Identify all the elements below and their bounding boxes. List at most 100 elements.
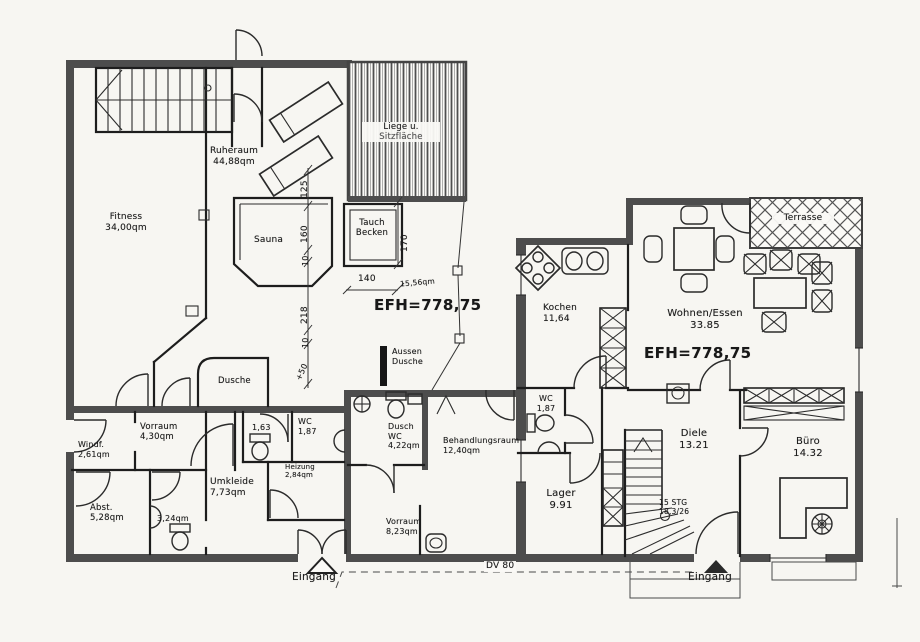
room-label-kochen: Kochen 11,64 — [543, 303, 577, 325]
room-name: Vorraum — [386, 517, 422, 526]
room-name: Wohnen/Essen — [667, 308, 743, 319]
room-label-wc-diele: WC 1,87 — [532, 394, 560, 413]
loungers — [258, 80, 344, 198]
kitchen-cabinet — [599, 307, 627, 389]
entrance-markers — [305, 556, 728, 574]
dim-170: 170 — [400, 234, 410, 252]
dimension-lines — [303, 164, 405, 390]
room-name: Tauch — [359, 218, 385, 228]
room-name: Sauna — [254, 235, 284, 245]
room-name: Lager — [546, 488, 576, 499]
room-area: 5,28qm — [90, 513, 124, 524]
dim-160: 160 — [300, 225, 310, 243]
room-area: 13.21 — [679, 440, 709, 451]
room-area: 3,24qm — [157, 514, 189, 523]
room-name: WC — [298, 417, 312, 426]
room-area: 8,23qm — [386, 526, 418, 536]
dim-10b: 10 — [301, 337, 310, 348]
room-label-windfang: Windf. 2,61qm — [78, 440, 110, 459]
room-label-diele: Diele 13.21 — [670, 428, 718, 452]
room-label-324: 3,24qm — [157, 514, 189, 524]
room-label-liege: Liege u. Sitzfläche — [362, 122, 440, 143]
annotation-eingang-links: Eingang — [292, 571, 337, 583]
annotation-efh-wohnen: EFH=778,75 — [644, 344, 752, 362]
office-chair — [811, 513, 833, 535]
room-name: Heizung — [285, 463, 315, 471]
room-name: Ruheraum — [209, 146, 259, 156]
room-name: Windf. — [78, 440, 105, 449]
room-name: Liege u. — [383, 122, 419, 132]
dim-140: 140 — [358, 274, 376, 284]
room-name-2: Sitzfläche — [379, 132, 423, 143]
room-area: 14.32 — [793, 448, 823, 459]
room-label-vorraum-sued: Vorraum 8,23qm — [386, 517, 421, 536]
dim-218: 218 — [300, 306, 310, 324]
room-name: Dusche — [218, 376, 251, 386]
room-name-2: Becken — [355, 228, 389, 239]
room-name: Umkleide — [210, 477, 254, 487]
room-name: Diele — [680, 428, 708, 439]
band-doors — [73, 389, 515, 555]
room-area: 33.85 — [690, 320, 720, 331]
room-label-fitness: Fitness 34,00qm — [96, 212, 156, 234]
room-label-tauchbecken: Tauch Becken — [346, 218, 398, 238]
annotation-dv80: DV 80 — [484, 561, 517, 572]
room-label-aussendusche: Aussen Dusche — [392, 347, 423, 366]
dim-10a: 10 — [301, 255, 310, 266]
dim-125: 125 — [300, 180, 310, 198]
room-name: Büro — [795, 436, 820, 447]
dusche-room — [196, 356, 270, 408]
room-area: 9.91 — [549, 500, 573, 511]
wohnen-buero-strips — [743, 387, 845, 421]
sauna-room — [232, 196, 334, 288]
room-area: 2,84qm — [285, 471, 314, 480]
room-label-buero: Büro 14.32 — [784, 436, 832, 460]
room-label-dusch-wc: Dusch WC 4,22qm — [388, 422, 420, 451]
room-label-abstell: Abst. 5,28qm — [90, 503, 124, 523]
room-label-wc-klein: WC 1,87 — [298, 417, 317, 436]
plunge-pool — [342, 202, 404, 268]
room-area: 4,30qm — [140, 432, 174, 443]
room-name: Kochen — [543, 303, 578, 313]
sanitary-right — [526, 413, 561, 454]
room-name: Aussen — [392, 347, 423, 356]
room-label-163: 1,63 — [252, 423, 271, 433]
room-area: 2,61qm — [78, 449, 110, 459]
diele-cabinet — [602, 449, 624, 527]
room-name: Terrasse — [783, 213, 823, 223]
exterior-lines — [335, 518, 902, 599]
room-area: 11,64 — [543, 313, 570, 324]
room-area: 1,63 — [252, 423, 271, 432]
room-area: 1,87 — [298, 426, 317, 436]
staircase-wellness — [94, 66, 234, 134]
room-name: Vorraum — [140, 422, 178, 432]
room-label-behandlung: Behandlungsraum 12,40qm — [443, 436, 519, 455]
desk — [779, 477, 848, 539]
room-name-2: WC — [388, 431, 402, 441]
inner-walls-band — [70, 410, 426, 556]
annotation-efh-wellness: EFH=778,75 — [374, 296, 482, 314]
outer-walls — [66, 60, 863, 562]
open-zone-boundary — [380, 201, 465, 391]
room-area: 12,40qm — [443, 445, 481, 455]
room-name: Abst. — [90, 503, 113, 513]
room-area: 44,88qm — [213, 156, 255, 167]
sink-icon — [561, 247, 609, 275]
room-area: 1,87 — [536, 403, 556, 413]
room-name-2: Dusche — [392, 356, 423, 366]
room-label-lager: Lager 9.91 — [538, 488, 584, 512]
room-label-heizung: Heizung 2,84qm — [285, 463, 315, 480]
room-name: Dusch — [388, 422, 414, 431]
room-label-vorraum-west: Vorraum 4,30qm — [140, 422, 177, 442]
wellness-doors — [115, 373, 191, 407]
stove-icon — [514, 244, 562, 292]
lounge-suite — [743, 249, 833, 333]
room-area: 34,00qm — [105, 222, 147, 233]
room-label-terrasse: Terrasse — [772, 213, 834, 224]
annotation-eingang-rechts: Eingang — [688, 571, 733, 583]
room-label-sauna: Sauna — [254, 235, 283, 246]
dining-table — [643, 205, 735, 293]
room-label-dusche: Dusche — [218, 376, 251, 386]
